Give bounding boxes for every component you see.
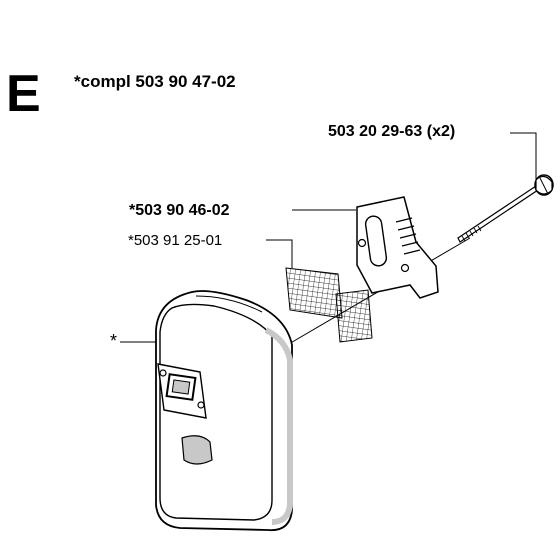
callout-plate-part-number[interactable]: *503 90 46-02 [129,202,230,219]
alignment-axis [281,237,471,349]
mounting-plate-part[interactable] [356,196,439,299]
spark-screen-part[interactable] [285,267,373,343]
callout-screen-part-number[interactable]: *503 91 25-01 [128,232,223,249]
callout-muffler-marker[interactable]: * [110,331,118,351]
leader-line-screen [266,239,293,268]
muffler-outlet [157,363,207,419]
plate-slot [364,215,388,267]
assembly-title: *compl 503 90 47-02 [74,72,236,91]
muffler-part[interactable] [155,290,293,532]
muffler-lower-vent [181,435,213,465]
leader-line-bolt [510,132,537,180]
section-letter: E [6,65,41,123]
callout-bolt-part-number[interactable]: 503 20 29-63 (x2) [328,123,456,140]
bolt-part[interactable] [457,174,554,243]
